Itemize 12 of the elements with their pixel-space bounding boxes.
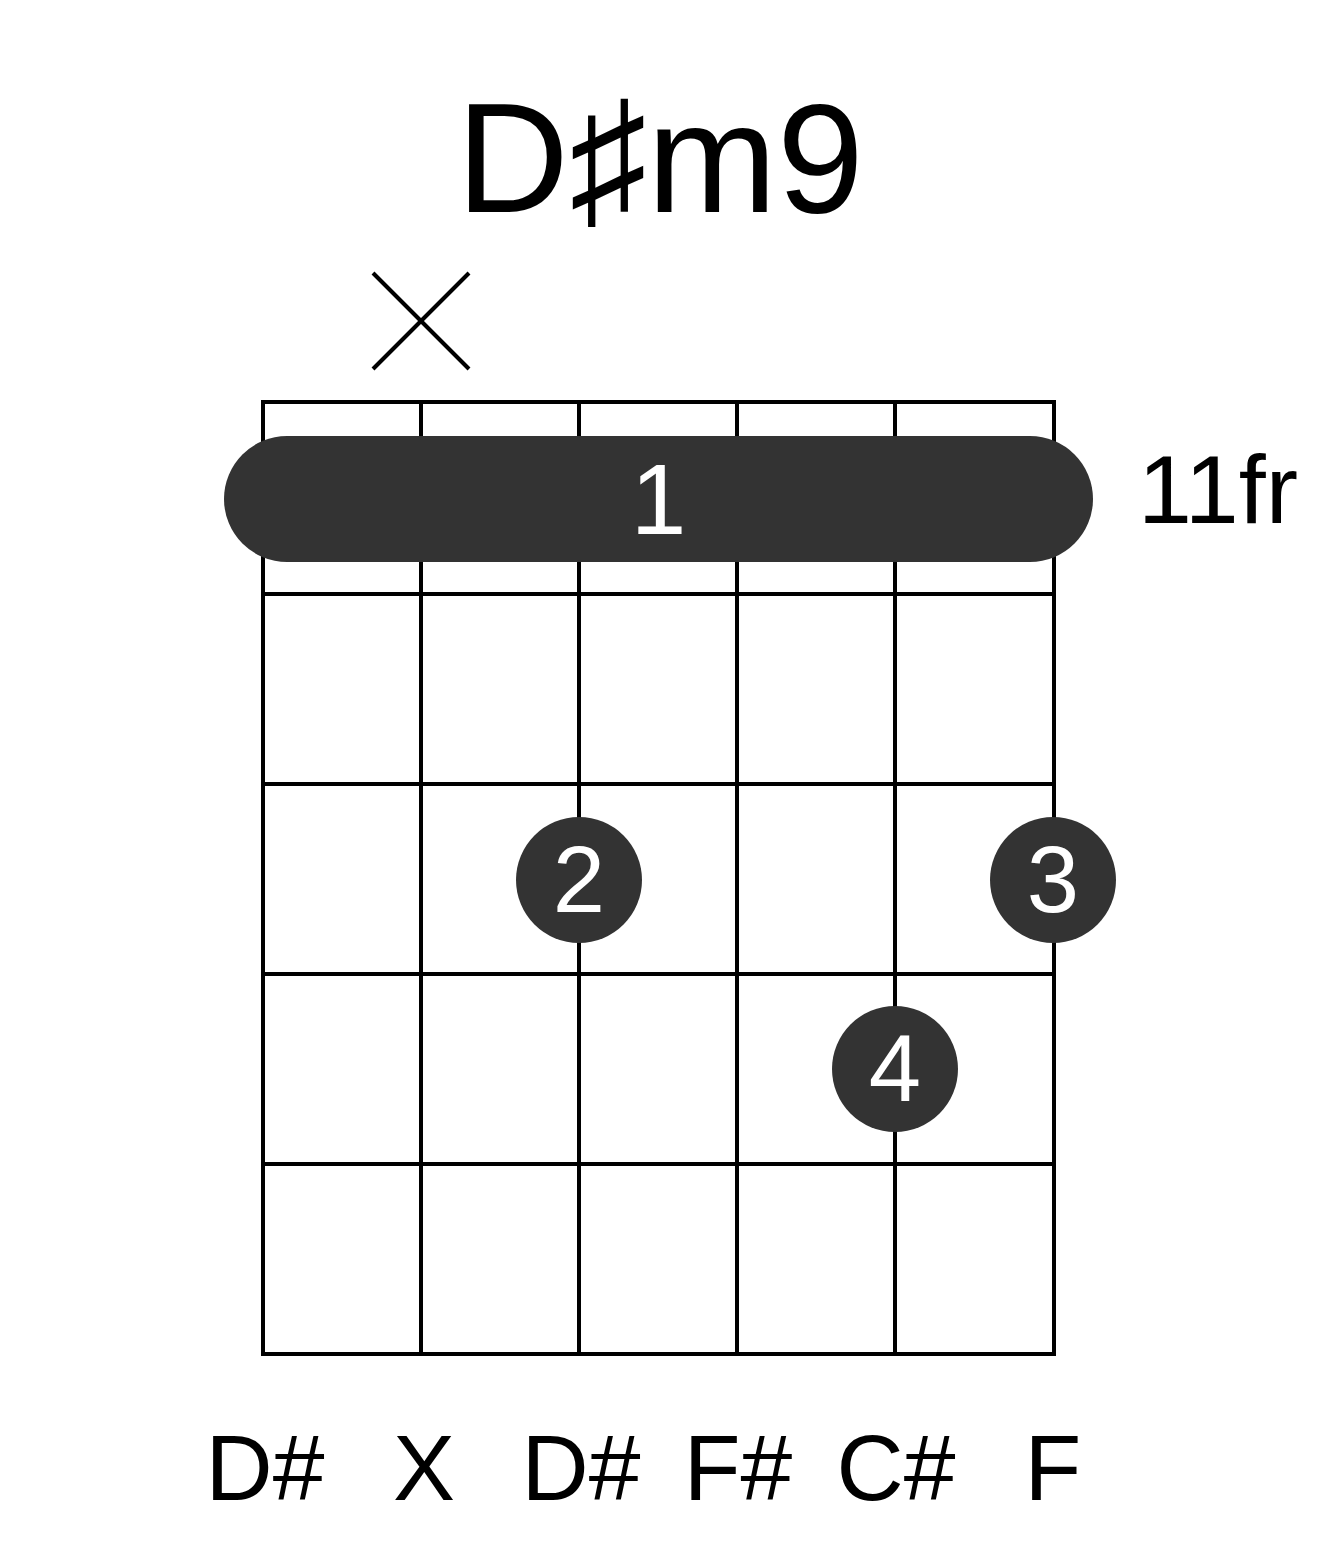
finger-dot: 4 (832, 1006, 958, 1132)
chord-title: D♯m9 (456, 80, 864, 236)
fret-number-label: 11fr (1138, 440, 1298, 538)
string-note-label: X (393, 1421, 455, 1515)
string-note-label: D# (205, 1421, 325, 1515)
finger-dot: 2 (516, 817, 642, 943)
string-note-label: D# (521, 1421, 641, 1515)
string-note-label: F# (683, 1421, 793, 1515)
finger-dot: 3 (990, 817, 1116, 943)
finger-barre: 1 (224, 436, 1093, 562)
string-note-label: F (1024, 1421, 1082, 1515)
string-note-label: C# (836, 1421, 956, 1515)
